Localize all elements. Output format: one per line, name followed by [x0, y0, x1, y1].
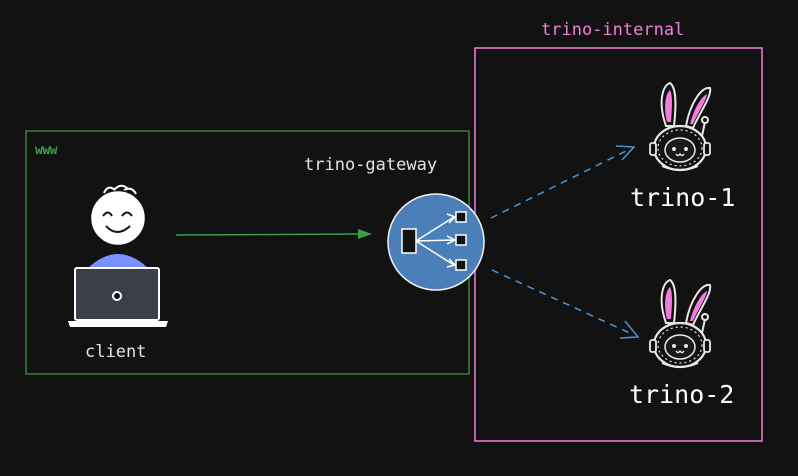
gateway-to-trino-1-arrow [490, 145, 636, 219]
client-user-icon [68, 184, 168, 327]
trino-1-label: trino-1 [630, 183, 736, 212]
client-label: client [85, 342, 147, 362]
trino-gateway-label: trino-gateway [304, 155, 438, 175]
gateway-to-trino-2-arrow [491, 269, 640, 339]
www-label: www [35, 143, 57, 158]
client-to-gateway-arrow [175, 229, 372, 239]
gateway-router-icon [387, 193, 485, 291]
trino-internal-label: trino-internal [541, 20, 685, 40]
trino-2-bunny-icon [648, 278, 712, 369]
trino-1-bunny-icon [648, 81, 712, 172]
trino-2-label: trino-2 [629, 380, 735, 409]
